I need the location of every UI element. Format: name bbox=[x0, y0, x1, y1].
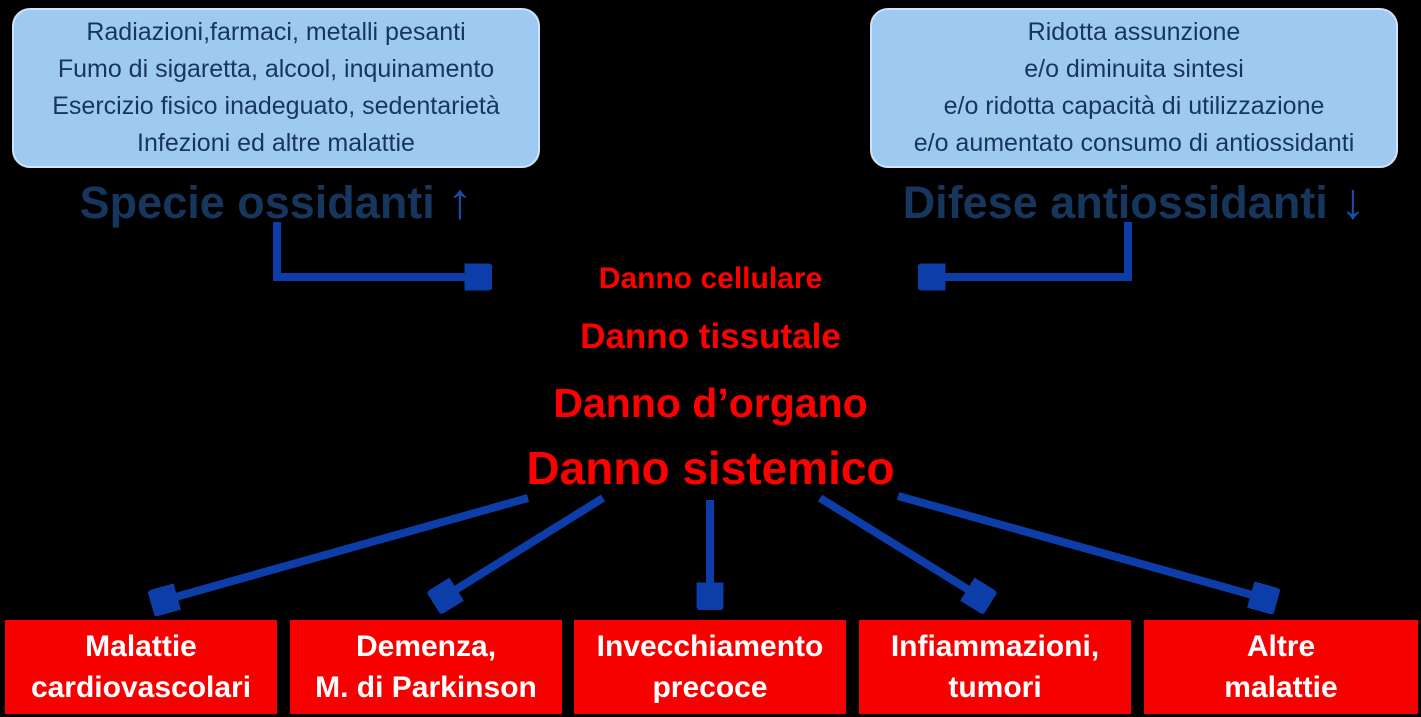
antioxidant-deficit-line: e/o ridotta capacità di utilizzazione bbox=[943, 92, 1325, 120]
outcome-line: precoce bbox=[652, 671, 768, 704]
up-arrow-icon: ↑ bbox=[447, 173, 473, 229]
outcome-box-aging: Invecchiamento precoce bbox=[574, 620, 846, 714]
fan-arrow-other bbox=[896, 492, 1256, 596]
fan-arrow-dementia bbox=[452, 494, 606, 592]
outcome-box-other: Altre malattie bbox=[1144, 620, 1418, 714]
oxidant-species-label: Specie ossidanti bbox=[79, 177, 435, 228]
outcome-box-dementia: Demenza, M. di Parkinson bbox=[290, 620, 562, 714]
outcome-box-inflammation: Infiammazioni, tumori bbox=[859, 620, 1131, 714]
outcome-line: M. di Parkinson bbox=[315, 671, 537, 704]
outcome-line: malattie bbox=[1224, 671, 1338, 704]
cellular-damage-label: Danno cellulare bbox=[598, 262, 823, 295]
left-elbow-arrow bbox=[273, 222, 470, 277]
outcome-line: Demenza, bbox=[355, 630, 497, 663]
systemic-damage-label: Danno sistemico bbox=[526, 442, 895, 494]
outcome-line: Altre bbox=[1246, 630, 1316, 663]
tissue-damage-label: Danno tissutale bbox=[580, 317, 841, 356]
oxidant-causes-line: Radiazioni,farmaci, metalli pesanti bbox=[86, 18, 466, 46]
right-elbow-arrow bbox=[940, 222, 1132, 277]
antioxidant-deficit-line: Ridotta assunzione bbox=[1027, 18, 1241, 46]
antioxidant-deficit-line: e/o diminuita sintesi bbox=[1024, 55, 1244, 83]
antioxidant-defenses-headline: Difese antiossidanti ↓ bbox=[870, 172, 1398, 230]
outcome-line: Infiammazioni, bbox=[890, 630, 1100, 663]
outcome-line: Malattie bbox=[85, 630, 197, 663]
oxidant-causes-line: Infezioni ed altre malattie bbox=[137, 129, 415, 157]
antioxidant-deficit-panel: Ridotta assunzione e/o diminuita sintesi… bbox=[870, 8, 1398, 168]
oxidant-species-headline: Specie ossidanti ↑ bbox=[12, 172, 540, 230]
oxidant-causes-panel: Radiazioni,farmaci, metalli pesanti Fumo… bbox=[12, 8, 540, 168]
antioxidant-deficit-line: e/o aumentato consumo di antiossidanti bbox=[913, 129, 1355, 157]
oxidant-causes-line: Esercizio fisico inadeguato, sedentariet… bbox=[52, 92, 500, 120]
organ-damage-label: Danno d’organo bbox=[553, 380, 868, 426]
fan-arrow-inflammation bbox=[817, 494, 972, 592]
outcome-line: cardiovascolari bbox=[30, 671, 252, 704]
outcome-line: tumori bbox=[948, 671, 1042, 704]
oxidant-causes-line: Fumo di sigaretta, alcool, inquinamento bbox=[57, 55, 495, 83]
outcome-box-cardiovascular: Malattie cardiovascolari bbox=[5, 620, 277, 714]
antioxidant-defenses-label: Difese antiossidanti bbox=[902, 177, 1328, 228]
fan-arrow-cardiovascular bbox=[172, 494, 530, 598]
down-arrow-icon: ↓ bbox=[1340, 173, 1366, 229]
outcome-line: Invecchiamento bbox=[596, 630, 824, 663]
